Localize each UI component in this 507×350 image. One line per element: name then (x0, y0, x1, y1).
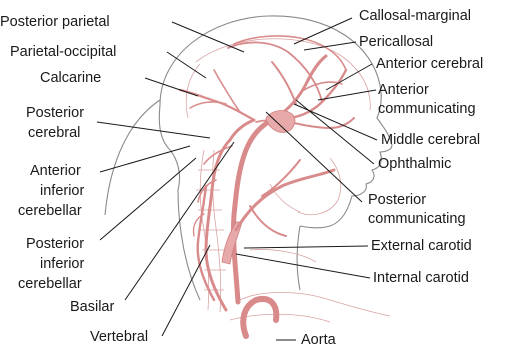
label-anterior-inferior-cerebellar: Anterior inferior cerebellar (18, 163, 88, 219)
label-callosal-marginal: Callosal-marginal (359, 8, 471, 24)
label-anterior-cerebral: Anterior cerebral (376, 56, 483, 72)
label-ophthalmic: Ophthalmic (378, 156, 451, 172)
label-posterior-parietal: Posterior parietal (0, 14, 110, 30)
leader-anterior-communicating (318, 90, 376, 100)
leader-posterior-inferior-cerebellar (100, 158, 196, 240)
leader-posterior-cerebral (97, 122, 210, 138)
label-calcarine: Calcarine (40, 70, 101, 86)
leader-internal-carotid (236, 254, 370, 278)
leader-posterior-parietal (172, 22, 244, 52)
leader-anterior-cerebral (326, 64, 372, 90)
leader-parietal-occipital (167, 52, 206, 78)
leader-basilar (125, 142, 234, 300)
label-middle-cerebral: Middle cerebral (381, 132, 480, 148)
label-basilar: Basilar (70, 299, 114, 315)
label-aorta: Aorta (301, 332, 337, 348)
arteries (180, 36, 354, 336)
label-posterior-communicating: Posterior communicating (368, 192, 466, 227)
label-pericallosal: Pericallosal (359, 34, 433, 50)
leader-external-carotid (244, 246, 368, 248)
leader-callosal-marginal (294, 18, 352, 44)
label-parietal-occipital: Parietal-occipital (10, 44, 116, 60)
label-internal-carotid: Internal carotid (373, 270, 469, 286)
label-external-carotid: External carotid (371, 238, 472, 254)
leader-middle-cerebral (294, 104, 377, 140)
leader-ophthalmic (296, 100, 374, 164)
leader-anterior-inferior-cerebellar (100, 146, 190, 172)
label-posterior-cerebral: Posterior cerebral (26, 105, 88, 141)
label-anterior-communicating: Anterior communicating (378, 82, 476, 117)
label-vertebral: Vertebral (90, 329, 148, 345)
label-posterior-inferior-cerebellar: Posterior inferior cerebellar (18, 236, 88, 292)
labels-left: Posterior parietal Parietal-occipital Ca… (0, 14, 148, 345)
skull-outline (186, 39, 390, 322)
labels-right: Callosal-marginal Pericallosal Anterior … (301, 8, 483, 348)
